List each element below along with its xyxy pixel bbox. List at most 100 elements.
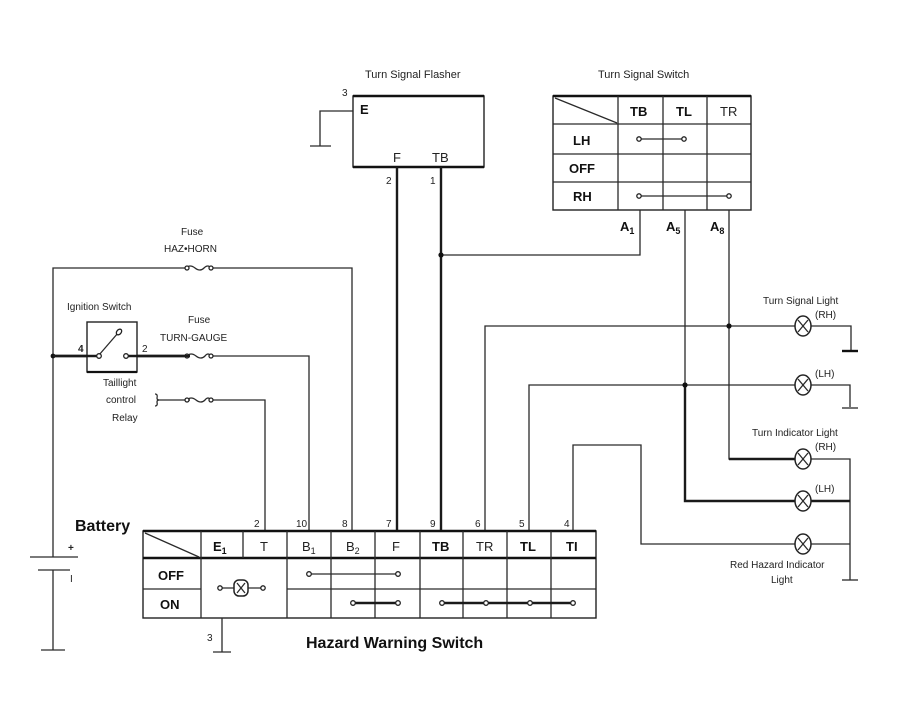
lamp-filament [797,319,809,333]
taillight-control-relay: Taillight control Relay [103,378,160,424]
fuse-haz-name: HAZ•HORN [164,244,217,255]
fuse-gap [186,264,212,272]
switch-lever [98,332,119,356]
battery: Battery + I [30,518,130,651]
fuses: Fuse HAZ•HORN Fuse TURN-GAUGE [160,227,228,403]
contact-terminal [636,136,642,142]
output-letter: A [666,219,676,234]
ignition-box [86,321,138,373]
contact-terminal [570,600,576,606]
hazard-ground-num: 3 [207,633,213,644]
fuse-turn-name: TURN-GAUGE [160,333,228,344]
hazard-warning-switch: E1 T B1 B2 F TB TR TL TI OFF ON 2 10 8 7… [142,519,597,653]
turn-signal-light-label: Turn Signal Light [763,296,838,307]
contact-terminal [439,600,445,606]
fuse-turn-label: Fuse [188,315,211,326]
wire-a5-indicator [683,385,795,503]
lamp-filament [797,494,809,508]
fuse-haz-label: Fuse [181,227,204,238]
fuse-element [186,353,212,359]
fuse-element [186,397,212,403]
fuse-terminal [184,265,190,271]
ignition-pin-4: 4 [78,344,84,355]
lamp-icon [794,490,812,512]
turn-indicator-lh-label: (LH) [815,484,834,495]
hazard-col-t: T [260,539,268,554]
pin-number: 4 [564,519,570,530]
contact-terminal [306,571,312,577]
hazard-col-e1: E1 [213,539,227,556]
turn-switch-table [552,95,752,211]
header-diagonal [144,532,200,558]
lamp-icon [794,315,812,337]
hazard-col-tb: TB [432,539,449,554]
lamp-icon [794,448,812,470]
junction-dot [682,382,688,388]
fuse-terminal [208,353,214,359]
contact-terminal [395,571,401,577]
switch-knob [115,328,123,336]
wire-relay-t [210,399,266,532]
turn-signal-switch: Turn Signal Switch TB TL TR LH OFF RH A1… [552,69,752,236]
relay-brace [154,393,160,407]
contact-terminal [527,600,533,606]
hazard-row-off: OFF [158,568,184,583]
contact-terminal [217,585,223,591]
ignition-label: Ignition Switch [67,302,131,313]
turn-signal-rh-label: (RH) [815,310,836,321]
col-sub: 1 [311,546,316,556]
hazard-col-f: F [392,539,400,554]
flasher-tb-num: 1 [430,176,436,187]
wire-lh-ground [810,384,851,407]
flasher-box [352,95,485,168]
turn-switch-label: Turn Signal Switch [598,69,689,81]
hazard-col-tl: TL [520,539,536,554]
fuse-terminal [184,397,190,403]
hazard-col-b2: B2 [346,539,360,556]
junction-dot [726,323,732,329]
wire-a8 [728,210,795,460]
contact-terminal [96,353,102,359]
wire-tl [528,384,795,532]
lamp-filament [236,582,246,594]
battery-label: Battery [75,518,130,535]
turn-switch-col-tb: TB [630,104,647,119]
fuse-icon [184,264,214,272]
hazard-switch-title: Hazard Warning Switch [306,635,483,652]
turn-switch-row-lh: LH [573,133,590,148]
col-main: E [213,539,222,554]
contact-terminal [636,193,642,199]
fuse-terminal [208,265,214,271]
turn-switch-col-tl: TL [676,104,692,119]
pin-number: 5 [519,519,525,530]
flasher-ground-num: 3 [342,88,348,99]
output-letter: A [710,219,720,234]
col-main: B [302,539,311,554]
output-a8-label: A8 [710,219,724,236]
fuse-terminal [208,397,214,403]
lamp-filament [797,378,809,392]
contact-terminal [681,136,687,142]
turn-signal-flasher: Turn Signal Flasher E F TB 3 2 1 [310,69,485,187]
turn-switch-row-rh: RH [573,189,592,204]
lights: Turn Signal Light (RH) (LH) Turn Indicat… [729,296,858,586]
lamp-filament [797,537,809,551]
pin-number: 6 [475,519,481,530]
wire-ti [572,444,795,545]
wire-indicator-common [810,458,851,580]
output-sub: 5 [675,226,680,236]
turn-switch-col-tr: TR [720,104,737,119]
flasher-pin-e: E [360,102,369,117]
turn-indicator-light-label: Turn Indicator Light [752,428,838,439]
col-main: B [346,539,355,554]
lamp-icon [794,374,812,396]
hazard-row-on: ON [160,597,180,612]
wire-rh-ground [810,325,852,350]
wire-a1 [441,210,641,256]
fuse-element [185,265,212,271]
turn-indicator-rh-label: (RH) [815,442,836,453]
wire-turn-gauge [210,355,310,532]
output-letter: A [620,219,630,234]
flasher-ground-wire [319,110,353,146]
